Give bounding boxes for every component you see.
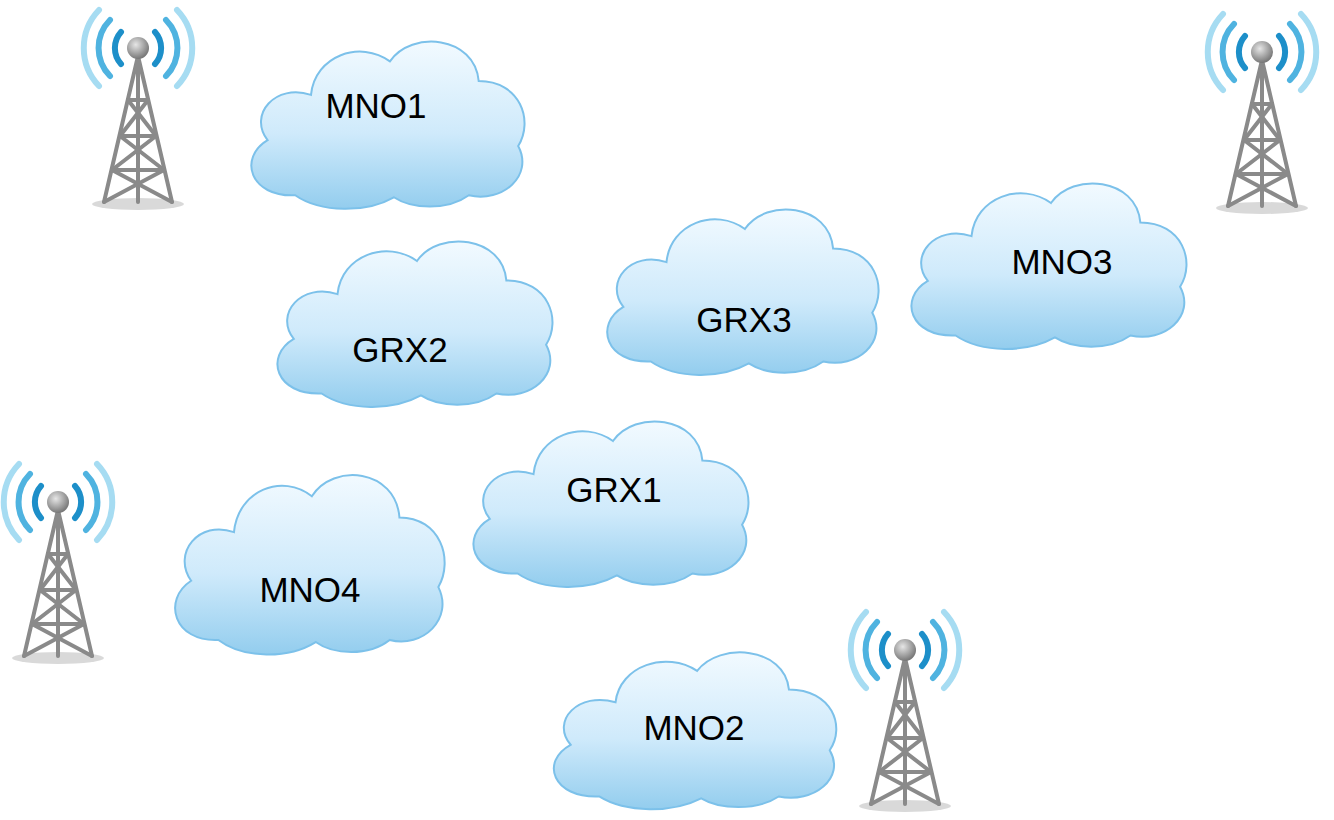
- tower-icon: [1208, 14, 1316, 214]
- cloud-network: GRX2: [262, 222, 560, 412]
- cloud-shape: [592, 190, 886, 380]
- tower-icon: [4, 464, 112, 664]
- network-name: GRX3: [696, 301, 791, 340]
- tower-icon: [851, 612, 959, 812]
- cloud-shape: [262, 222, 560, 412]
- cloud-network: MNO3: [896, 164, 1194, 354]
- tower-icon: [84, 10, 192, 210]
- cloud-network: MNO4: [160, 454, 452, 660]
- cloud-network: GRX3: [592, 190, 886, 380]
- cloud-outline: [175, 475, 445, 654]
- network-name: MNO1: [325, 87, 426, 126]
- network-name: MNO4: [259, 571, 360, 610]
- cloud-network: MNO2: [538, 634, 844, 814]
- network-name: GRX1: [566, 471, 661, 510]
- network-name: GRX2: [352, 331, 447, 370]
- cloud-outline: [911, 183, 1186, 348]
- cloud-shape: [160, 454, 452, 660]
- network-name: MNO2: [643, 709, 744, 748]
- cloud-outline: [607, 209, 878, 374]
- cloud-network: GRX1: [458, 402, 756, 592]
- cloud-outline: [251, 42, 524, 209]
- cloud-outline: [473, 421, 748, 586]
- cloud-network: MNO1: [236, 22, 532, 214]
- cloud-outline: [554, 652, 836, 809]
- cloud-outline: [277, 241, 552, 406]
- network-name: MNO3: [1011, 243, 1112, 282]
